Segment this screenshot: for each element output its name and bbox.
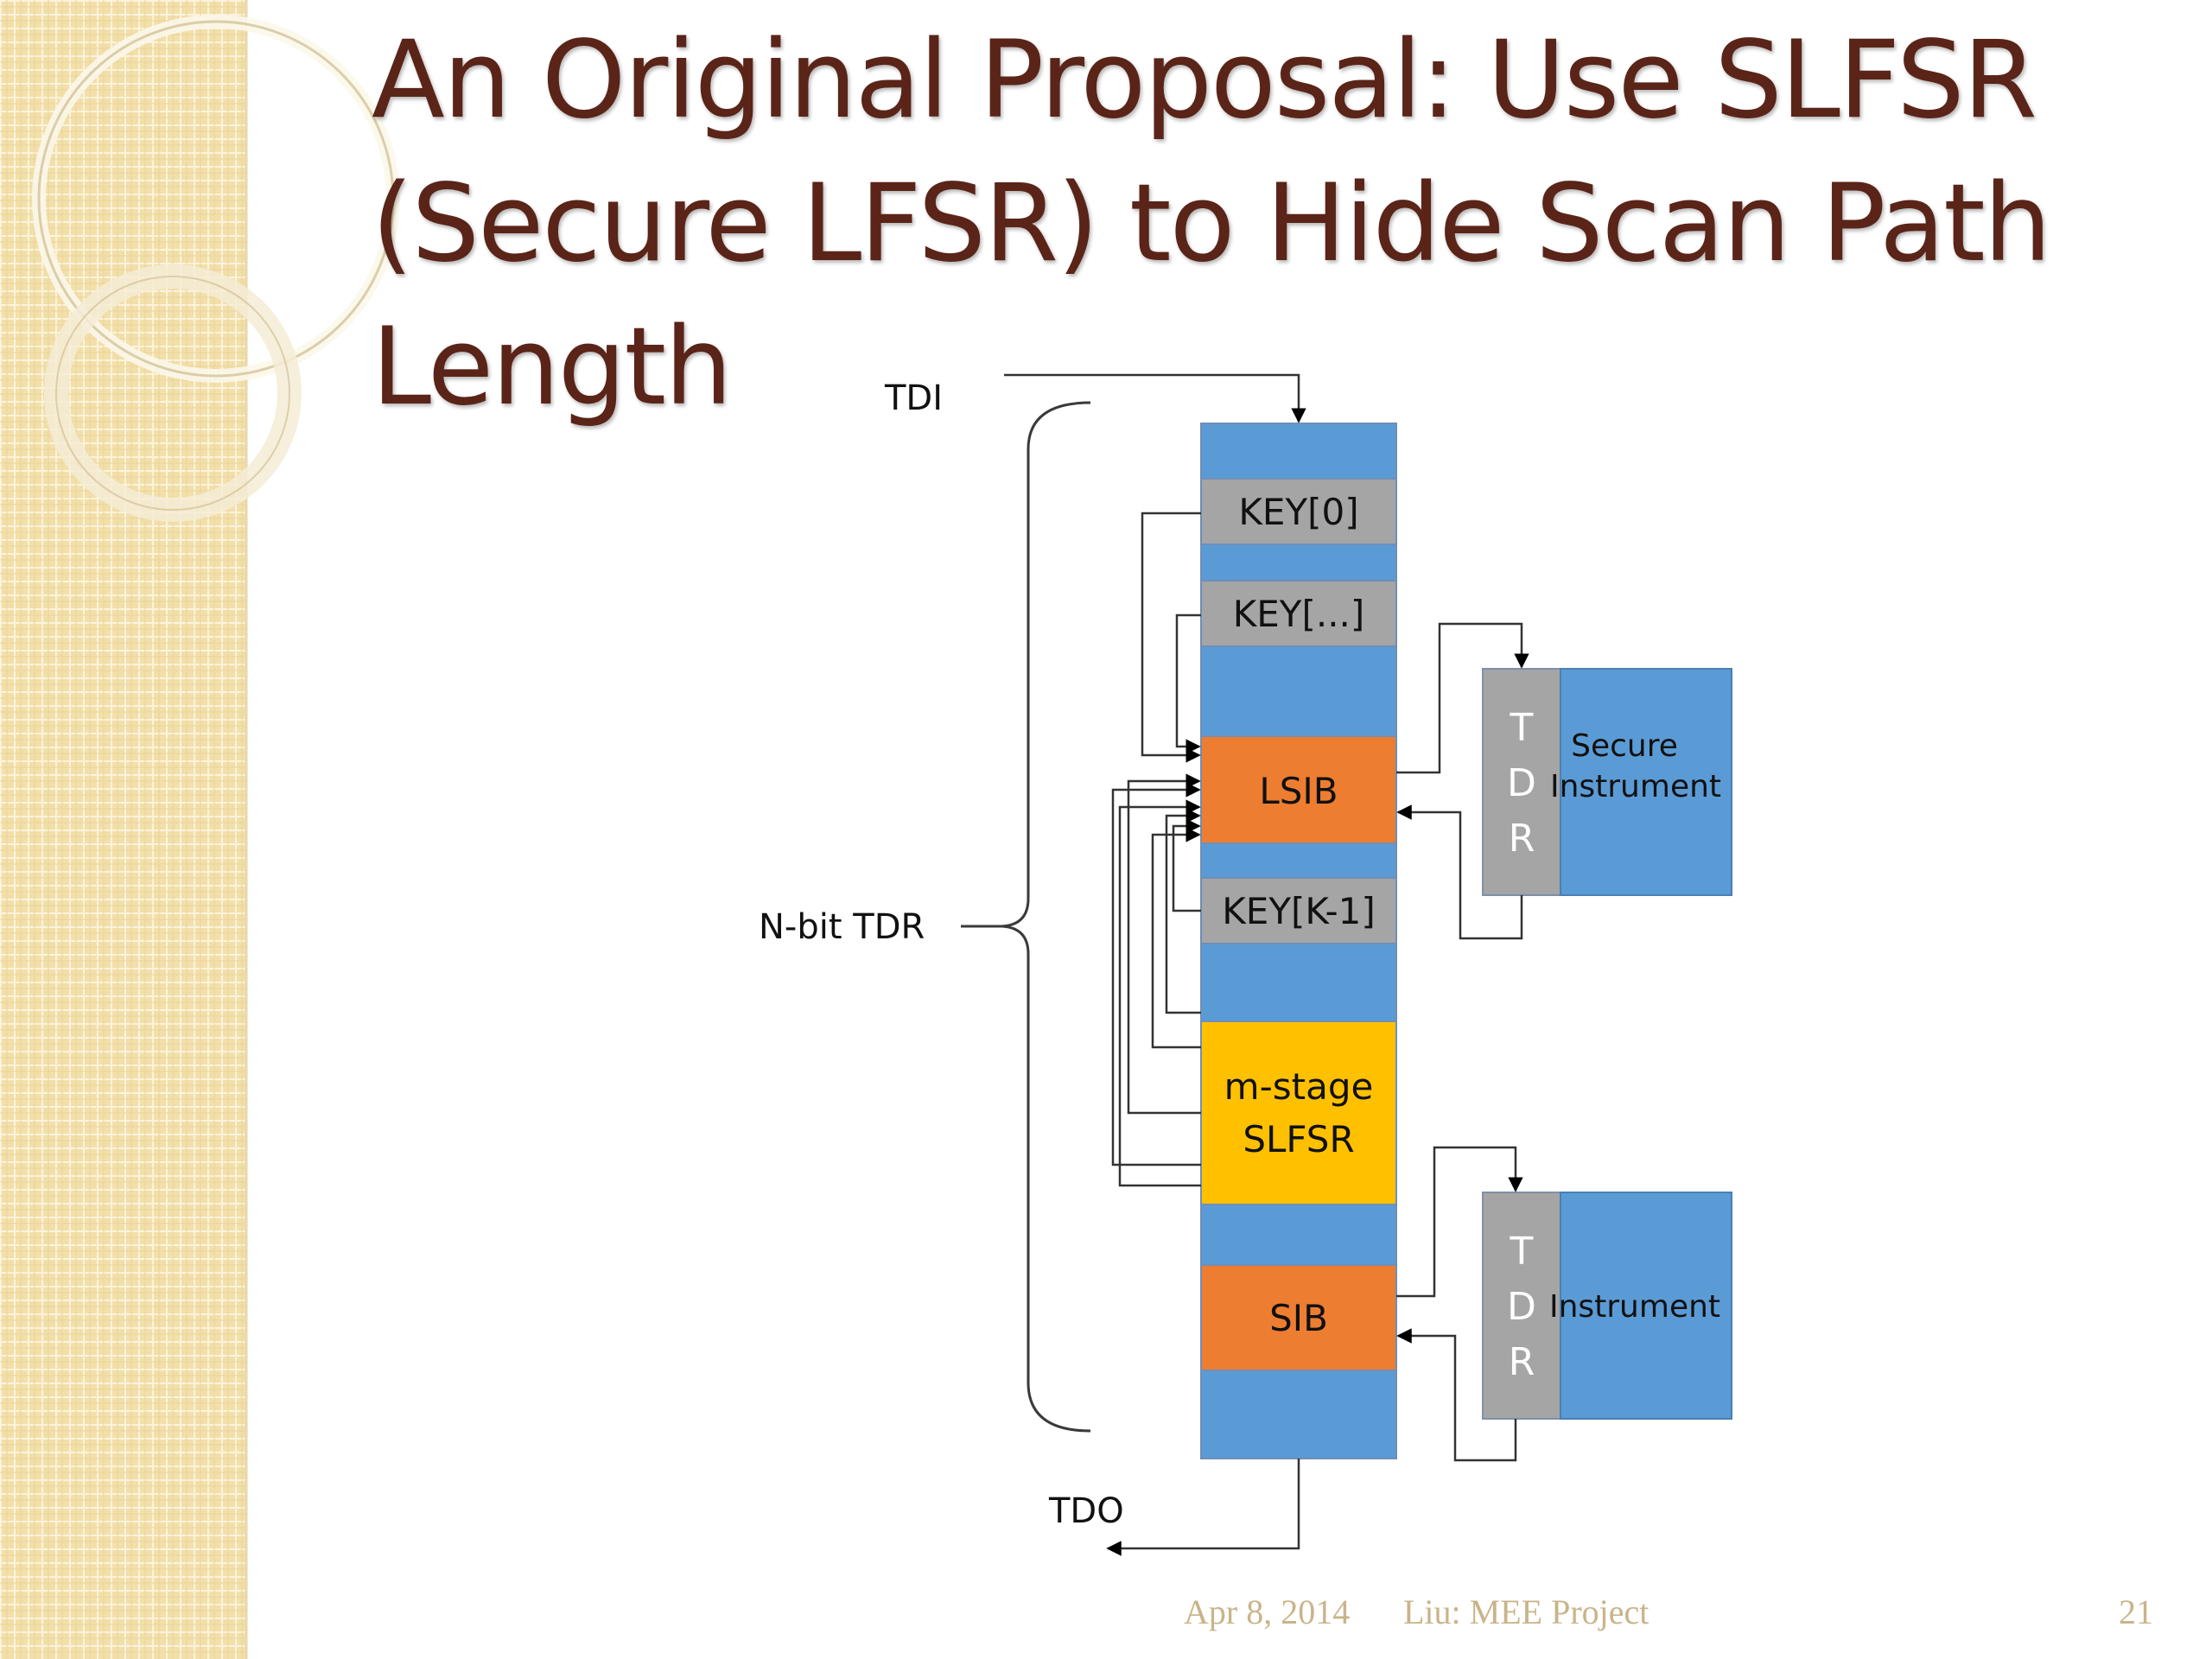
lsib-block	[1200, 735, 1397, 844]
key0-label: KEY[0]	[1238, 491, 1358, 533]
lsib-label: LSIB	[1259, 770, 1338, 812]
secure-tdr-letter-d: D	[1507, 761, 1536, 805]
footer-page-number: 21	[2119, 1592, 2153, 1631]
instrument: T D R Instrument	[1482, 1192, 1732, 1420]
instrument-label: Instrument	[1549, 1289, 1720, 1325]
instrument-tdr-box	[1482, 1192, 1561, 1420]
chain-segment	[1200, 842, 1397, 879]
sidebar-decoration	[0, 0, 400, 1659]
slide-title-line1: An Original Proposal: Use SLFSR	[372, 18, 2037, 143]
slfsr-label-line1: m-stage	[1224, 1065, 1374, 1108]
instrument-tdr-letter-r: R	[1509, 1340, 1535, 1384]
chain-segment	[1200, 645, 1397, 737]
scan-chain	[1200, 423, 1397, 1459]
n-bit-tdr-label: N-bit TDR	[759, 907, 925, 947]
secure-instrument: T D R Secure Instrument	[1482, 668, 1732, 896]
secure-tdr-letter-r: R	[1509, 817, 1535, 861]
instrument-tdr-letter-d: D	[1507, 1285, 1536, 1329]
n-bit-tdr-brace	[1001, 401, 1091, 1433]
tdi-label: TDI	[884, 378, 943, 418]
footer-project: Liu: MEE Project	[1403, 1592, 1649, 1631]
slide-title-line2: (Secure LFSR) to Hide Scan Path	[372, 162, 2051, 286]
chain-segment-top	[1200, 423, 1397, 480]
instrument-wires	[1396, 1146, 1523, 1462]
secure-instrument-box	[1560, 668, 1732, 896]
instrument-tdr-letter-t: T	[1510, 1230, 1534, 1274]
footer-date: Apr 8, 2014	[1184, 1592, 1351, 1631]
key-mid-label: KEY[...]	[1233, 593, 1365, 635]
lsib-input-wires	[1111, 512, 1201, 1187]
chain-segment	[1200, 543, 1397, 582]
slide-title-line3: Length	[372, 305, 733, 429]
key-last-label: KEY[K-1]	[1222, 890, 1376, 932]
sib-label: SIB	[1269, 1297, 1328, 1339]
tdo-label: TDO	[1048, 1491, 1124, 1531]
slfsr-label-line2: SLFSR	[1243, 1118, 1354, 1160]
chain-segment	[1200, 943, 1397, 1022]
key-mid-block	[1200, 580, 1397, 647]
slide-title: An Original Proposal: Use SLFSR (Secure …	[372, 9, 2143, 439]
chain-segment-bottom	[1200, 1370, 1397, 1459]
secure-instrument-wires	[1396, 622, 1529, 940]
instrument-box	[1560, 1192, 1732, 1420]
tdo-wire	[1106, 1459, 1300, 1556]
tdi-wire	[1004, 373, 1306, 423]
sib-block	[1200, 1264, 1397, 1371]
secure-instrument-label-line2: Instrument	[1550, 769, 1721, 804]
secure-instrument-label-line1: Secure	[1571, 728, 1678, 764]
slfsr-block	[1200, 1020, 1397, 1205]
key0-block	[1200, 478, 1397, 545]
chain-segment	[1200, 1204, 1397, 1266]
secure-tdr-letter-t: T	[1510, 706, 1534, 750]
